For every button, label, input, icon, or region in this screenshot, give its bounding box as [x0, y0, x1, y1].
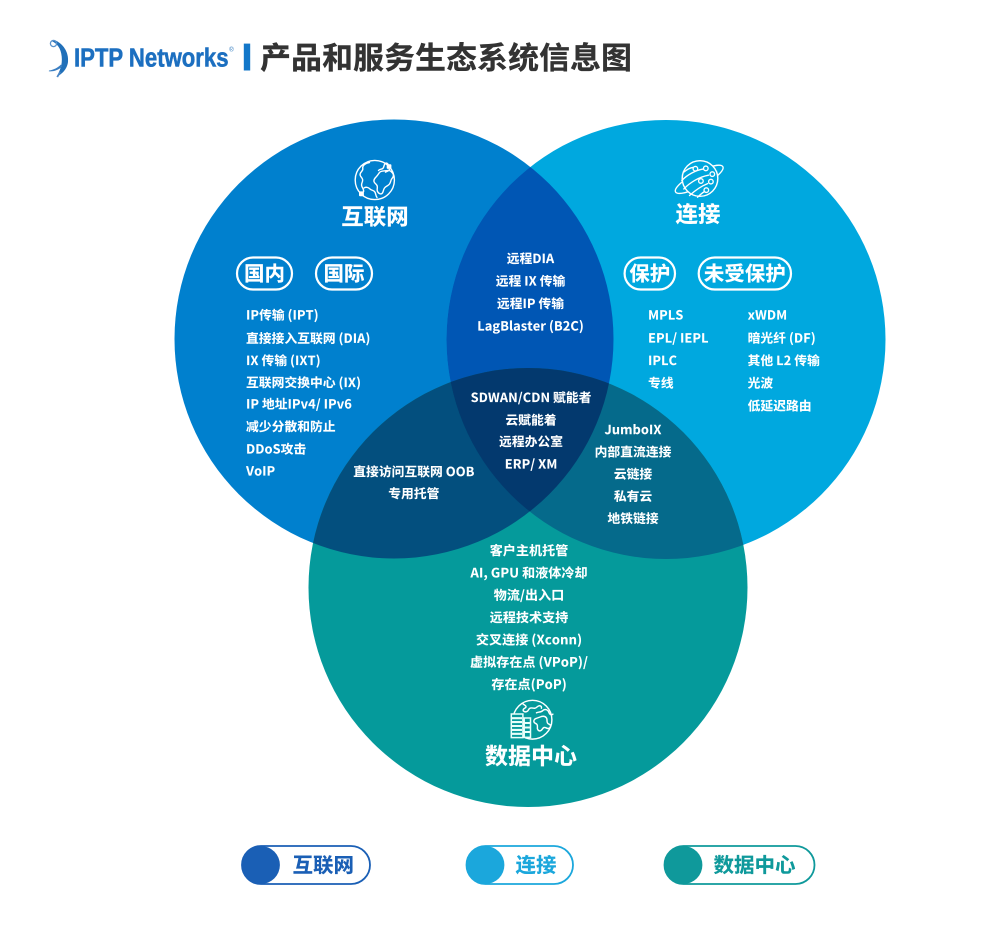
svg-text:IPTP Networks: IPTP Networks — [74, 42, 229, 72]
svg-text:®: ® — [229, 47, 234, 54]
